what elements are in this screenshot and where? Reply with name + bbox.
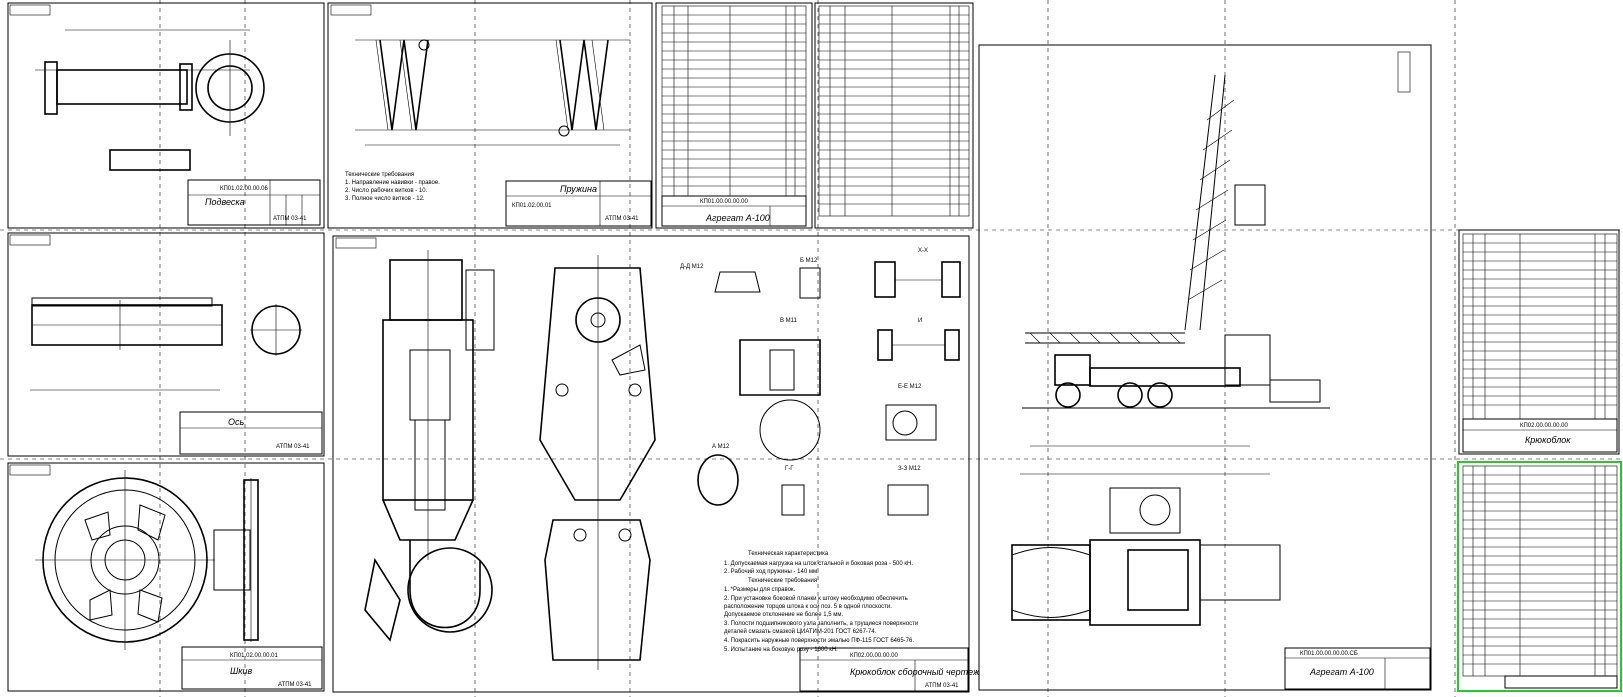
spec-table-1-rows <box>662 14 806 187</box>
sheet-kryukoblok[interactable]: Д-Д М12 Б М12 Х-Х В М11 И Е-Е М12 А М12 … <box>335 237 980 692</box>
sheet-code-shkiv: КП01.02.00.00.01 <box>230 653 279 659</box>
spec-table-2-rows <box>819 14 969 205</box>
sheet-spec-podveska: АТПМ 03-41 <box>273 216 307 222</box>
section-label-a: А М12 <box>712 444 730 450</box>
sheet-pruzhina[interactable]: Технические требования 1. Направление на… <box>330 4 652 227</box>
section-label-v: В М11 <box>780 318 798 324</box>
tech-characteristics-header: Техническая характеристика <box>748 551 829 557</box>
tech-req-1: 1. *Размеры для справок. <box>724 587 796 593</box>
tech-req-2c: Допускаемое отклонение не более 1,5 мм. <box>724 612 843 618</box>
sheet-spec-right-bottom[interactable] <box>1462 465 1618 689</box>
tech-requirements-header: Технические требования <box>748 578 817 584</box>
sheet-title-os: Ось <box>228 417 245 427</box>
tech-req-3: 3. Полости подшипникового узла заполнить… <box>724 621 918 627</box>
sheet-title-kryukoblok-spec: Крюкоблок <box>1525 435 1571 445</box>
section-label-b: Б М12 <box>800 258 818 264</box>
sheet-shkiv[interactable]: Шкив КП01.02.00.00.01 АТПМ 03-41 <box>9 464 323 690</box>
sheet-spec-right-top[interactable]: Крюкоблок КП02.00.00.00.00 <box>1462 233 1618 453</box>
sheet-code-agregat: КП01.00.00.00.00 <box>700 199 749 205</box>
section-label-gg: Г-Г <box>785 466 794 472</box>
spring-note-1: Технические требования <box>345 172 414 178</box>
spring-note-4: 3. Полное число витков - 12. <box>345 196 425 202</box>
tech-req-2b: расположение торцов штока к оси поз. 5 в… <box>724 603 892 610</box>
spec-right-bottom-rows <box>1463 474 1617 665</box>
sheet-title-shkiv: Шкив <box>230 666 253 676</box>
section-label-dd: Д-Д М12 <box>680 264 704 270</box>
sheet-title-agregat: Агрегат А-100 <box>705 213 770 223</box>
sheet-os[interactable]: Ось АТПМ 03-41 <box>9 234 323 455</box>
tech-char-2: 2. Рабочий ход пружины - 140 мм. <box>724 568 819 575</box>
tech-char-1: 1. Допускаемая нагрузка на шток стальной… <box>724 560 913 567</box>
sheet-title-kryukoblok: Крюкоблок сборочный чертеж <box>850 667 980 677</box>
sheet-code-kryukoblok: КП02.00.00.00.00 <box>850 653 899 659</box>
sheet-spec-kryukoblok: АТПМ 03-41 <box>925 683 959 689</box>
sheet-agregat-a100[interactable]: Агрегат А-100 КП01.00.00.00.00.СБ <box>1011 51 1431 690</box>
section-label-ee: Е-Е М12 <box>898 384 922 390</box>
section-label-i: И <box>918 318 922 324</box>
tech-req-3b: деталей смазать смазкой ЦИАТИМ-201 ГОСТ … <box>724 628 877 635</box>
sheet-title-podveska: Подвеска <box>205 197 245 207</box>
sheet-podveska[interactable]: Подвеска КП01.02.00.00.06 АТПМ 03-41 <box>9 4 321 226</box>
tech-req-4: 4. Покрасить наружные поверхности эмалью… <box>724 638 914 644</box>
sheet-spec-shkiv: АТПМ 03-41 <box>278 682 312 688</box>
sheet-code-pruzhina: КП01.02.00.01 <box>512 203 552 209</box>
sheet-title-agregat-main: Агрегат А-100 <box>1309 667 1374 677</box>
sheet-spec-table-2[interactable] <box>818 5 970 217</box>
sheet-code-kryukoblok-spec: КП02.00.00.00.00 <box>1520 423 1569 429</box>
spring-note-2: 1. Направление навивки - правое. <box>345 180 440 186</box>
tech-req-2: 2. При установке боковой планки к штоку … <box>724 595 908 602</box>
sheet-spec-os: АТПМ 03-41 <box>276 444 310 450</box>
sheet-title-pruzhina: Пружина <box>560 184 597 194</box>
sheet-spec-table-1[interactable]: Агрегат А-100 КП01.00.00.00.00 <box>661 5 807 227</box>
section-label-zz: З-З М12 <box>898 466 921 472</box>
section-label-xx: Х-Х <box>918 248 928 254</box>
sheet-frames <box>7 2 1622 693</box>
sheet-code-podveska: КП01.02.00.00.06 <box>220 186 269 192</box>
spec-right-top-rows <box>1463 242 1617 406</box>
sheet-spec-pruzhina: АТПМ 03-41 <box>605 216 639 222</box>
tech-req-5: 5. Испытание на боковую розу - 1600 кН. <box>724 647 838 653</box>
spring-note-3: 2. Число рабочих витков - 10. <box>345 188 428 194</box>
sheet-code-agregat-main: КП01.00.00.00.00.СБ <box>1300 651 1358 657</box>
